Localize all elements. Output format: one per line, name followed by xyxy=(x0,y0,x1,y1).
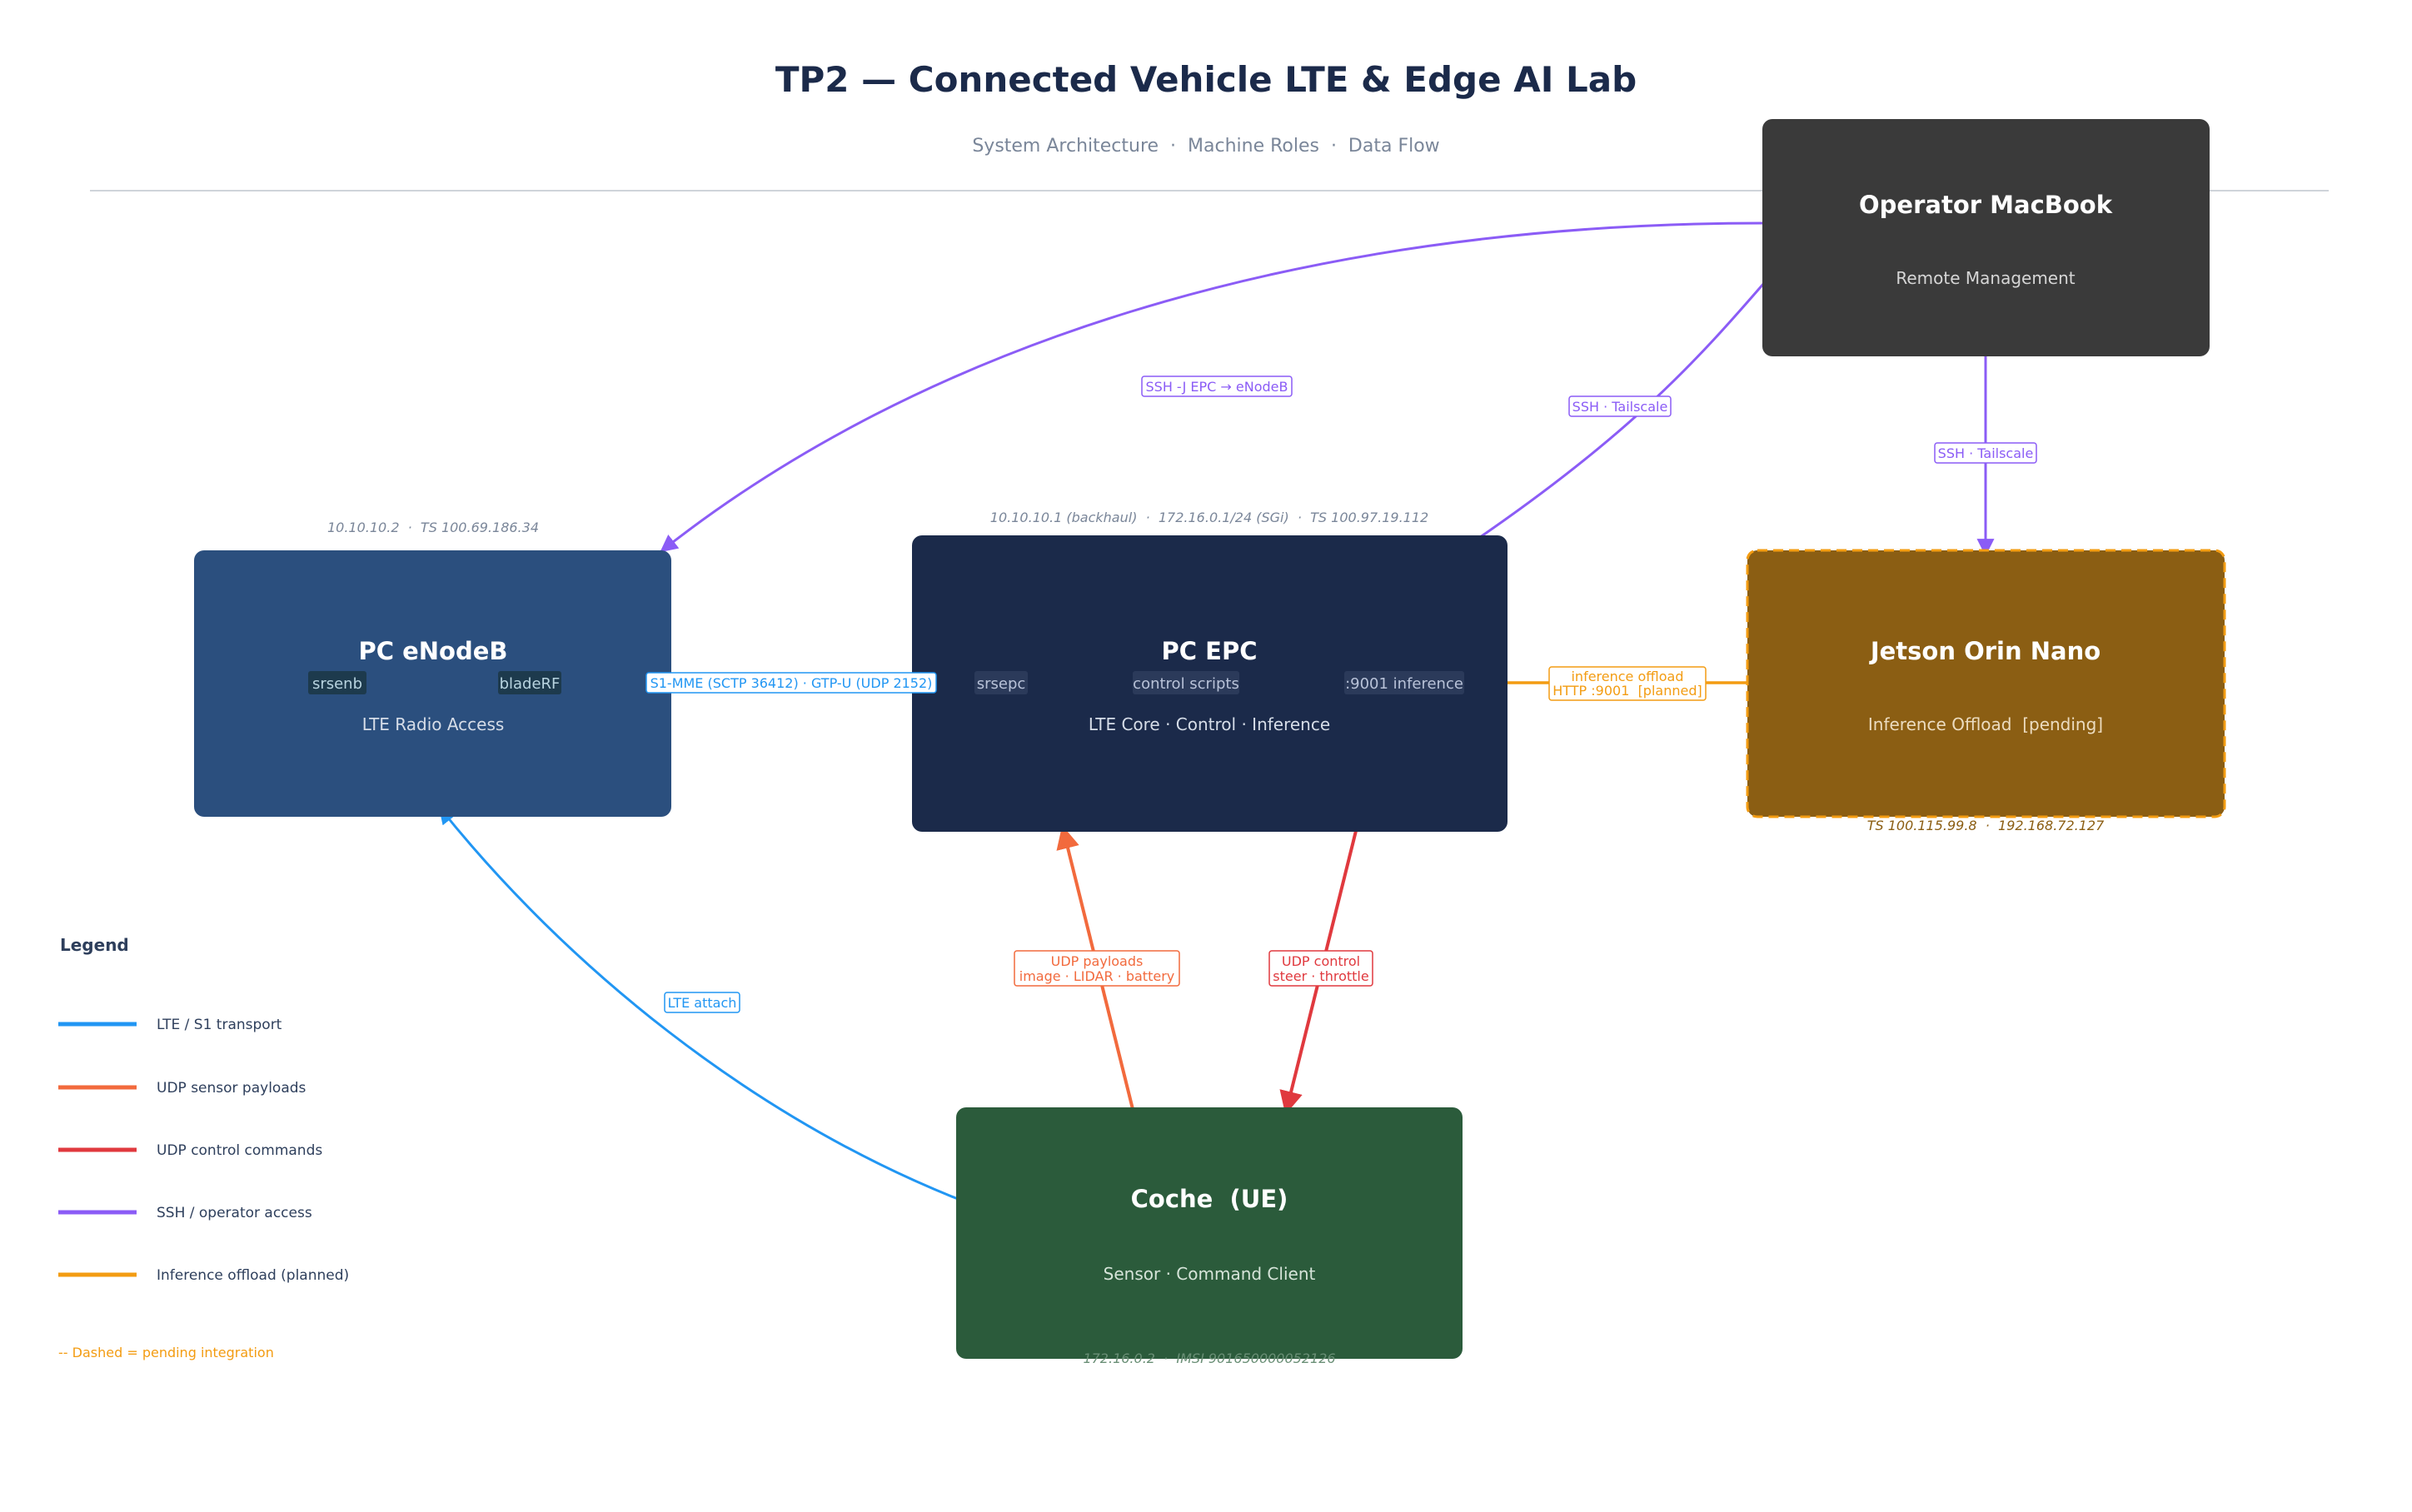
label-ssh-epc: SSH · Tailscale xyxy=(1568,395,1672,417)
jetson-title: Jetson Orin Nano xyxy=(1869,637,2101,665)
enodeb-tag-bladerf-label: bladeRF xyxy=(500,675,561,693)
legend-note: -- Dashed = pending integration xyxy=(58,1345,274,1360)
legend-label-lte: LTE / S1 transport xyxy=(157,1017,282,1033)
node-jetson-orin-nano[interactable]: Jetson Orin Nano Inference Offload [pend… xyxy=(1746,549,2226,818)
svg-text:LTE attach: LTE attach xyxy=(668,995,737,1011)
epc-tag-srsepc xyxy=(974,671,1028,694)
svg-text:HTTP :9001 [planned]: HTTP :9001 [planned] xyxy=(1552,683,1702,699)
svg-text:SSH · Tailscale: SSH · Tailscale xyxy=(1572,399,1668,415)
epc-tag-srsepc-label: srsepc xyxy=(977,675,1026,693)
svg-text:UDP payloads: UDP payloads xyxy=(1051,953,1144,969)
enodeb-title: PC eNodeB xyxy=(358,637,507,665)
svg-text:inference offload: inference offload xyxy=(1571,669,1683,684)
legend-label-offload: Inference offload (planned) xyxy=(157,1267,349,1284)
label-lte-attach: LTE attach xyxy=(664,992,740,1013)
epc-subtitle: LTE Core · Control · Inference xyxy=(1089,714,1330,734)
page-title: TP2 — Connected Vehicle LTE & Edge AI La… xyxy=(775,59,1637,100)
page-subtitle: System Architecture · Machine Roles · Da… xyxy=(972,136,1439,157)
node-pc-enodeb[interactable]: PC eNodeB srsenb bladeRF LTE Radio Acces… xyxy=(194,550,671,817)
svg-text:SSH -J EPC → eNodeB: SSH -J EPC → eNodeB xyxy=(1146,379,1288,395)
coche-title: Coche (UE) xyxy=(1131,1185,1288,1213)
svg-text:UDP control: UDP control xyxy=(1282,953,1360,969)
svg-text:S1-MME (SCTP 36412) · GTP-U (U: S1-MME (SCTP 36412) · GTP-U (UDP 2152) xyxy=(650,675,933,691)
label-udp-control: UDP control steer · throttle xyxy=(1268,950,1373,987)
svg-text:SSH · Tailscale: SSH · Tailscale xyxy=(1938,445,2034,461)
edge-lte-attach xyxy=(438,806,959,1201)
label-udp-payloads: UDP payloads image · LIDAR · battery xyxy=(1014,950,1180,987)
node-pc-epc[interactable]: PC EPC srsepc control scripts :9001 infe… xyxy=(912,535,1508,832)
jetson-subtitle: Inference Offload [pending] xyxy=(1868,714,2103,734)
macbook-title: Operator MacBook xyxy=(1859,191,2113,219)
svg-text:steer · throttle: steer · throttle xyxy=(1273,968,1368,984)
svg-text:image · LIDAR · battery: image · LIDAR · battery xyxy=(1019,968,1174,984)
coche-subtitle: Sensor · Command Client xyxy=(1104,1264,1316,1284)
label-s1: S1-MME (SCTP 36412) · GTP-U (UDP 2152) xyxy=(645,672,937,694)
coche-address: 172.16.0.2 · IMSI 901650000052126 xyxy=(1083,1350,1335,1366)
epc-tag-inference-label: :9001 inference xyxy=(1345,675,1463,693)
node-operator-macbook[interactable]: Operator MacBook Remote Management xyxy=(1762,119,2210,356)
label-ssh-enodeb: SSH -J EPC → eNodeB xyxy=(1141,376,1293,397)
epc-tag-control-scripts-label: control scripts xyxy=(1133,675,1239,693)
enodeb-tag-bladerf xyxy=(498,671,561,694)
enodeb-tag-srsenb xyxy=(308,671,366,694)
legend: Legend LTE / S1 transport UDP sensor pay… xyxy=(58,935,349,1360)
enodeb-tag-srsenb-label: srsenb xyxy=(312,675,362,693)
epc-title: PC EPC xyxy=(1162,637,1258,665)
legend-label-udp-control: UDP control commands xyxy=(157,1142,322,1159)
legend-label-ssh: SSH / operator access xyxy=(157,1205,312,1221)
epc-tag-inference xyxy=(1344,671,1464,694)
edge-ssh-enodeb xyxy=(660,221,1765,553)
node-coche-ue[interactable]: Coche (UE) Sensor · Command Client xyxy=(956,1107,1463,1359)
legend-title: Legend xyxy=(60,935,129,955)
label-ssh-jetson: SSH · Tailscale xyxy=(1934,442,2037,464)
enodeb-subtitle: LTE Radio Access xyxy=(362,714,505,734)
legend-label-udp-sensor: UDP sensor payloads xyxy=(157,1080,306,1097)
label-inference-offload: inference offload HTTP :9001 [planned] xyxy=(1548,666,1707,701)
epc-address: 10.10.10.1 (backhaul) · 172.16.0.1/24 (S… xyxy=(990,510,1428,525)
enodeb-address: 10.10.10.2 · TS 100.69.186.34 xyxy=(327,520,539,535)
epc-tag-control-scripts xyxy=(1133,671,1239,694)
macbook-subtitle: Remote Management xyxy=(1896,268,2075,288)
jetson-address: TS 100.115.99.8 · 192.168.72.127 xyxy=(1867,818,2105,833)
